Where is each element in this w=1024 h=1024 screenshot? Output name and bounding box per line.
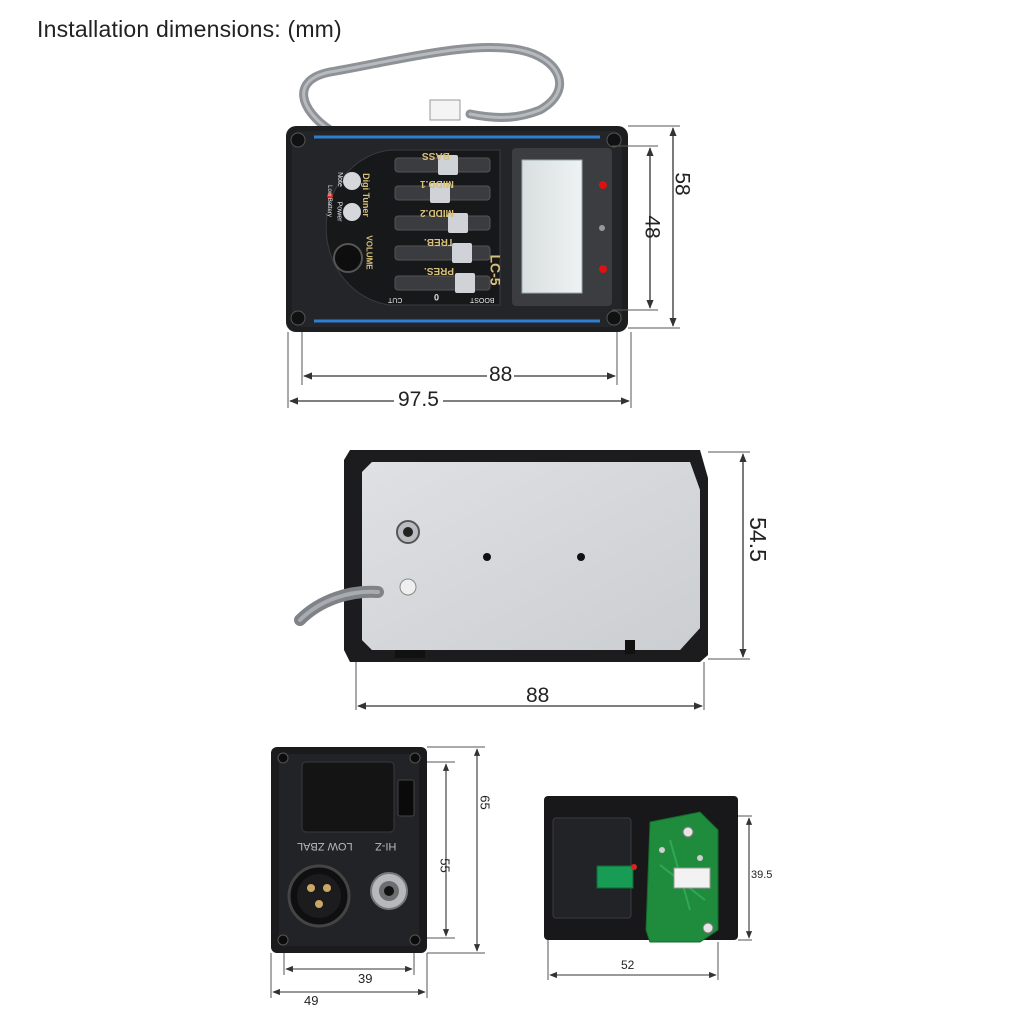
jack-height-inner-label: 55 [437, 858, 453, 873]
label-low-zbal: LOW ZBAL [297, 840, 353, 852]
label-volume: VOLUME [364, 235, 374, 270]
jack-height-outer-label: 65 [477, 795, 493, 810]
label-model: LC-5 [487, 254, 504, 286]
label-zero: 0 [434, 292, 440, 302]
jack-width-inner-label: 39 [358, 971, 373, 986]
front-width-outer-label: 97.5 [394, 388, 443, 412]
battery-box-photo [544, 796, 738, 943]
label-bass: BASS [422, 150, 450, 161]
front-panel-photo [286, 43, 628, 332]
label-low-battery: Low Battery [325, 185, 332, 217]
jack-width-outer-label: 49 [304, 993, 319, 1008]
label-note: Note [335, 172, 343, 187]
front-width-inner-label: 88 [487, 363, 515, 387]
label-boost: BOOST [470, 296, 495, 303]
label-hi-z: HI-Z [375, 840, 397, 852]
back-height-label: 54.5 [744, 517, 771, 562]
back-panel-photo [294, 450, 708, 662]
label-treb: TREB. [424, 236, 454, 247]
page-title: Installation dimensions: (mm) [37, 16, 342, 42]
label-pres: PRES. [424, 265, 455, 276]
label-cut: CUT [388, 296, 403, 303]
jack-panel-photo [271, 747, 427, 953]
front-height-inner-label: 48 [640, 215, 664, 239]
label-power: Power [335, 201, 343, 222]
label-mid1: MIDD.1 [420, 178, 454, 189]
back-width-label: 88 [526, 684, 550, 707]
front-height-outer-label: 58 [670, 172, 694, 196]
battery-width-label: 52 [621, 958, 635, 972]
battery-height-label: 39.5 [751, 869, 773, 881]
label-digi-tuner: Digi Tuner [360, 173, 371, 217]
label-mid2: MIDD.2 [420, 207, 454, 218]
